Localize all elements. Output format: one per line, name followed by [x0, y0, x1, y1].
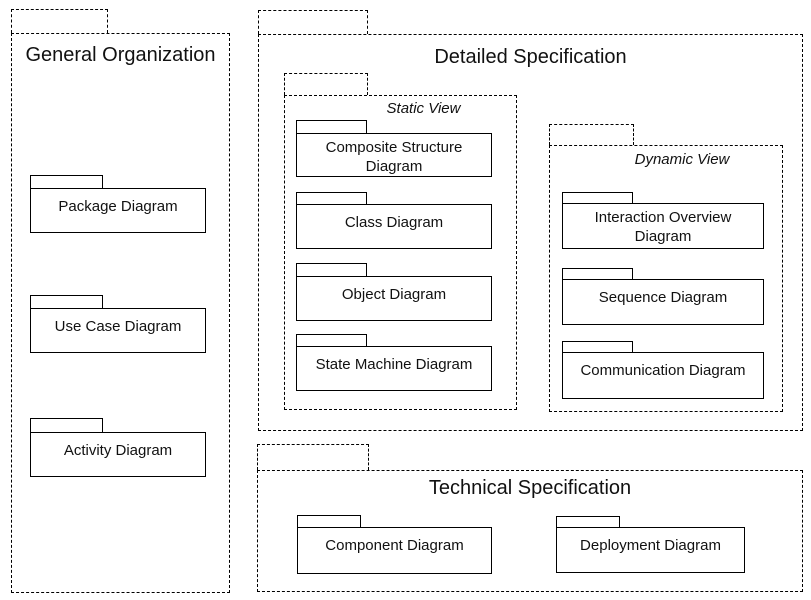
package-general-organization-tab[interactable]	[11, 9, 108, 33]
package-communication-diagram-label: Communication Diagram	[580, 362, 746, 379]
package-use-case-diagram[interactable]: Use Case Diagram	[30, 308, 206, 353]
package-static-view-tab[interactable]	[284, 73, 368, 95]
package-component-diagram-label: Component Diagram	[325, 537, 464, 554]
package-component-diagram-tab[interactable]	[297, 515, 361, 527]
package-detailed-specification-tab[interactable]	[258, 10, 368, 34]
package-deployment-diagram-label: Deployment Diagram	[580, 537, 721, 554]
package-activity-diagram-label: Activity Diagram	[63, 442, 173, 459]
package-activity-diagram[interactable]: Activity Diagram	[30, 432, 206, 477]
package-composite-structure-diagram[interactable]: Composite Structure Diagram	[296, 133, 492, 177]
package-activity-diagram-tab[interactable]	[30, 418, 103, 432]
package-deployment-diagram-tab[interactable]	[556, 516, 620, 527]
package-package-diagram-tab[interactable]	[30, 175, 103, 188]
package-communication-diagram[interactable]: Communication Diagram	[562, 352, 764, 399]
package-component-diagram[interactable]: Component Diagram	[297, 527, 492, 574]
package-interaction-overview-diagram[interactable]: Interaction Overview Diagram	[562, 203, 764, 249]
package-general-organization-title: General Organization	[25, 44, 216, 66]
package-class-diagram[interactable]: Class Diagram	[296, 204, 492, 249]
package-object-diagram-tab[interactable]	[296, 263, 367, 276]
package-sequence-diagram-label: Sequence Diagram	[598, 289, 728, 306]
package-static-view-title: Static View	[386, 100, 461, 117]
package-use-case-diagram-label: Use Case Diagram	[54, 318, 182, 335]
package-state-machine-diagram[interactable]: State Machine Diagram	[296, 346, 492, 391]
package-sequence-diagram[interactable]: Sequence Diagram	[562, 279, 764, 325]
package-state-machine-diagram-tab[interactable]	[296, 334, 367, 346]
package-package-diagram-label: Package Diagram	[58, 198, 178, 215]
package-state-machine-diagram-label: State Machine Diagram	[315, 356, 473, 373]
package-interaction-overview-diagram-label: Interaction Overview Diagram	[594, 209, 732, 245]
package-use-case-diagram-tab[interactable]	[30, 295, 103, 308]
package-technical-specification-tab[interactable]	[257, 444, 369, 470]
package-dynamic-view-tab[interactable]	[549, 124, 634, 145]
package-package-diagram[interactable]: Package Diagram	[30, 188, 206, 233]
package-composite-structure-diagram-label: Composite Structure Diagram	[325, 139, 463, 175]
package-object-diagram[interactable]: Object Diagram	[296, 276, 492, 321]
package-object-diagram-label: Object Diagram	[341, 286, 447, 303]
package-composite-structure-diagram-tab[interactable]	[296, 120, 367, 133]
package-dynamic-view-title: Dynamic View	[634, 151, 730, 168]
package-technical-specification-title: Technical Specification	[428, 477, 632, 499]
package-communication-diagram-tab[interactable]	[562, 341, 633, 352]
package-sequence-diagram-tab[interactable]	[562, 268, 633, 279]
package-interaction-overview-diagram-tab[interactable]	[562, 192, 633, 203]
package-class-diagram-label: Class Diagram	[344, 214, 444, 231]
package-detailed-specification-title: Detailed Specification	[434, 46, 627, 68]
package-class-diagram-tab[interactable]	[296, 192, 367, 204]
package-deployment-diagram[interactable]: Deployment Diagram	[556, 527, 745, 573]
